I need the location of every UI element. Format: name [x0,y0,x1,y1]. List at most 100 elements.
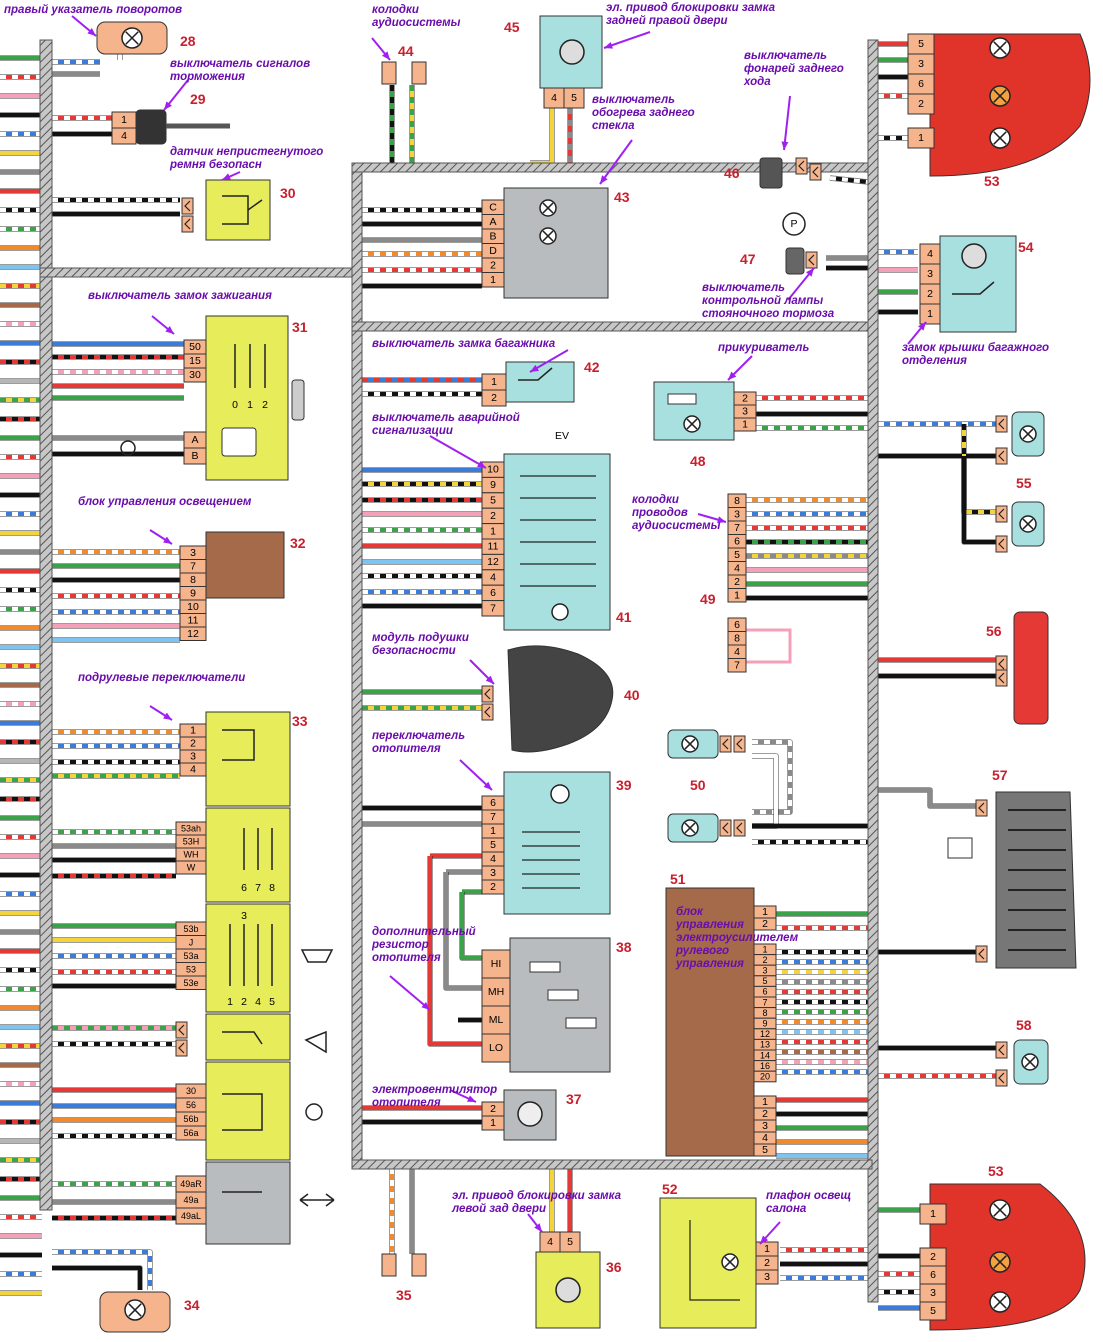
component-number: 28 [180,33,196,49]
component-31-pins-bottom-cell [183,447,207,465]
wiper-icon [300,949,334,963]
label-arrows [71,15,927,1245]
component-blocks [96,15,1091,1333]
component-52-pins-text: 3 [764,1271,770,1283]
component-53-top-shell [929,33,1091,177]
component-number: 46 [724,165,740,181]
center-wire [428,856,482,1046]
component-33b-pins-text: 53H [183,837,200,847]
component-number: 43 [614,189,630,205]
component-52-switch [689,1220,740,1301]
component-37-pins-cell [481,1115,505,1131]
component-52-lamp-cross [724,1256,736,1268]
component-31-coil [221,427,257,457]
label-component-36: эл. привод блокировки замка левой зад дв… [452,1190,621,1215]
component-number: 47 [740,251,756,267]
parking-symbol-text: P [790,218,797,230]
component-54-switch [952,281,995,295]
component-33b-position: 7 [255,882,261,894]
component-51b-pins-text: 3 [762,966,767,976]
component-41-indicator [551,603,569,621]
component-38-resistor [565,1017,597,1029]
callout-arrowhead [477,460,486,468]
component-48-heater [667,393,697,405]
component-43-pins-text: D [489,245,497,257]
component-53-top-pins-text: 6 [918,78,924,90]
right-wire-stripe [752,740,792,814]
component-33c-position: 2 [241,996,247,1008]
component-55-pin-mark [998,418,1005,430]
component-32-body [205,531,285,599]
component-32-pins-text: 10 [187,601,199,613]
component-49b-pins-text: 6 [734,619,740,631]
component-33c-pins-cell [175,975,207,990]
component-33a-pins-text: 2 [190,738,196,750]
component-30-pin-cell [181,197,194,215]
component-50-pin-cell [719,819,732,837]
callout-arrowhead [806,268,814,277]
component-57-pin-cell [975,945,988,963]
component-number: 53 [984,173,1000,189]
component-51c-pins-text: 1 [762,1096,768,1108]
callout-arrow [783,95,791,151]
component-37-pins-text: 2 [490,1103,496,1115]
component-33-e [205,1061,291,1161]
component-48-pins-text: 1 [742,419,748,431]
component-47-pin-cell [805,251,818,269]
component-number: 56 [986,623,1002,639]
callout-arrowhead [485,675,494,684]
component-51b-pins-cell [753,1070,777,1083]
component-51a-pins-text: 2 [762,918,768,930]
component-51a-pins-text: 1 [762,906,768,918]
component-31-pins-top-text: 15 [189,355,201,367]
component-52-body [659,1197,757,1329]
callout-arrowhead [918,322,926,331]
component-33a-pins-cell [179,762,207,777]
label-component-43: выключатель обогрева заднего стекла [592,94,695,132]
component-49a-pins-cell [727,588,747,603]
label-component-51: блок управления электроусилителем рулево… [676,906,799,970]
component-48-lamp-cross [686,418,698,430]
component-31-lamp-icon [120,440,136,456]
component-38-pins-text: HI [491,958,502,970]
component-51c-pins-text: 2 [762,1108,768,1120]
component-50-lamp-cross [684,822,696,834]
component-33e-switch [222,1093,263,1131]
component-55-pin-cell [995,447,1008,465]
component-33c-pins-text: 53a [183,951,198,961]
label-component-45: эл. привод блокировки замка задней право… [606,2,775,27]
component-54-pins-text: 1 [927,308,933,320]
component-41-pins-cell [481,600,505,617]
component-29-pins-text: 4 [121,130,127,142]
component-46-pin-mark [798,160,805,172]
component-number: 32 [290,535,306,551]
component-57-frame [995,791,1077,969]
far-right-wire-outline [961,424,996,515]
component-numbers: 2829303132333435363738394041424344454647… [180,19,1034,1313]
harness-center-vertical [351,162,363,1169]
callout-arrowhead [421,1001,430,1010]
component-49a-pins-text: 1 [734,589,740,601]
component-number: 37 [566,1091,582,1107]
component-51b-pins-text: 9 [762,1019,767,1029]
component-48-pins-cell [733,417,757,432]
component-33e-pins-text: 56 [186,1100,196,1110]
component-38-pins-cell [481,1005,511,1035]
callout-arrow [389,975,431,1011]
component-49a-pins-text: 3 [734,508,740,520]
component-33f-pins-text: 49aR [180,1179,202,1189]
component-number: 51 [670,871,686,887]
callout-arrowhead [163,536,172,544]
component-33c-position: 4 [255,996,261,1008]
component-33c-position: 5 [269,996,275,1008]
component-32-pins-text: 9 [190,587,196,599]
component-44-block [411,61,427,85]
component-39-indicator [550,784,570,804]
label-component-31: выключатель замок зажигания [88,290,272,302]
far-right-wire-outline [878,787,976,809]
component-47-pin-mark [808,254,815,266]
label-component-32: блок управления освещением [78,496,252,508]
component-40-pin-mark [484,688,491,700]
component-33-d [205,1013,291,1061]
component-33d-pin-cell [175,1021,188,1039]
